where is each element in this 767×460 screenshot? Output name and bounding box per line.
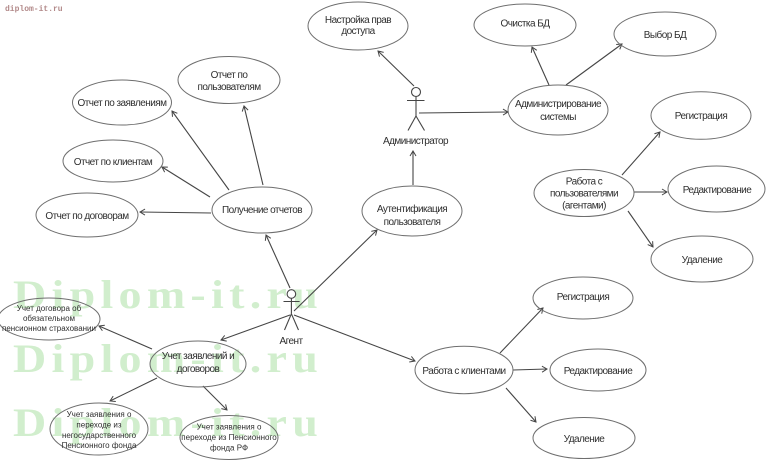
svg-text:Выбор БД: Выбор БД xyxy=(644,29,687,41)
svg-text:Аутентификация: Аутентификация xyxy=(377,203,447,215)
svg-text:(агентами): (агентами) xyxy=(562,201,606,212)
svg-text:Получение отчетов: Получение отчетов xyxy=(222,205,302,216)
svg-text:пользователям: пользователям xyxy=(197,82,261,93)
svg-text:переходе из Пенсионного: переходе из Пенсионного xyxy=(181,433,277,442)
svg-text:Администратор: Администратор xyxy=(383,136,449,147)
svg-text:Отчет по заявлениям: Отчет по заявлениям xyxy=(78,98,168,109)
svg-text:доступа: доступа xyxy=(341,26,375,37)
svg-text:Учет заявлений и: Учет заявлений и xyxy=(162,351,234,362)
svg-text:договоров: договоров xyxy=(177,364,220,375)
svg-text:Пенсионного фонда: Пенсионного фонда xyxy=(62,441,137,450)
svg-text:Редактирование: Редактирование xyxy=(683,185,752,196)
svg-text:Удаление: Удаление xyxy=(564,434,606,445)
svg-text:Учет договора об: Учет договора об xyxy=(17,304,82,313)
svg-text:Удаление: Удаление xyxy=(682,255,724,266)
svg-text:Учет заявления о: Учет заявления о xyxy=(67,410,132,419)
svg-text:фонда РФ: фонда РФ xyxy=(210,444,248,453)
svg-text:Администрирование: Администрирование xyxy=(515,99,602,110)
svg-text:Регистрация: Регистрация xyxy=(557,292,610,303)
svg-text:обязательном: обязательном xyxy=(23,314,75,323)
svg-text:Очистка БД: Очистка БД xyxy=(501,19,551,30)
svg-text:Регистрация: Регистрация xyxy=(675,111,728,122)
svg-text:Отчет по клиентам: Отчет по клиентам xyxy=(74,157,153,168)
svg-text:Настройка прав: Настройка прав xyxy=(325,15,391,26)
svg-text:пользователя: пользователя xyxy=(384,217,441,228)
svg-text:Отчет по: Отчет по xyxy=(211,70,249,81)
svg-text:Учет заявления о: Учет заявления о xyxy=(197,423,262,432)
svg-text:переходе из: переходе из xyxy=(76,421,121,430)
svg-text:Работа с: Работа с xyxy=(566,176,603,188)
svg-text:системы: системы xyxy=(540,112,576,123)
svg-text:Работа с клиентами: Работа с клиентами xyxy=(422,365,505,377)
svg-text:Отчет по договорам: Отчет по договорам xyxy=(45,211,129,222)
svg-text:Редактирование: Редактирование xyxy=(564,366,633,377)
svg-text:Агент: Агент xyxy=(279,336,303,347)
svg-text:пенсионном страховании: пенсионном страховании xyxy=(2,324,96,333)
svg-text:пользователями: пользователями xyxy=(550,189,618,200)
svg-text:негосударственного: негосударственного xyxy=(62,431,137,440)
